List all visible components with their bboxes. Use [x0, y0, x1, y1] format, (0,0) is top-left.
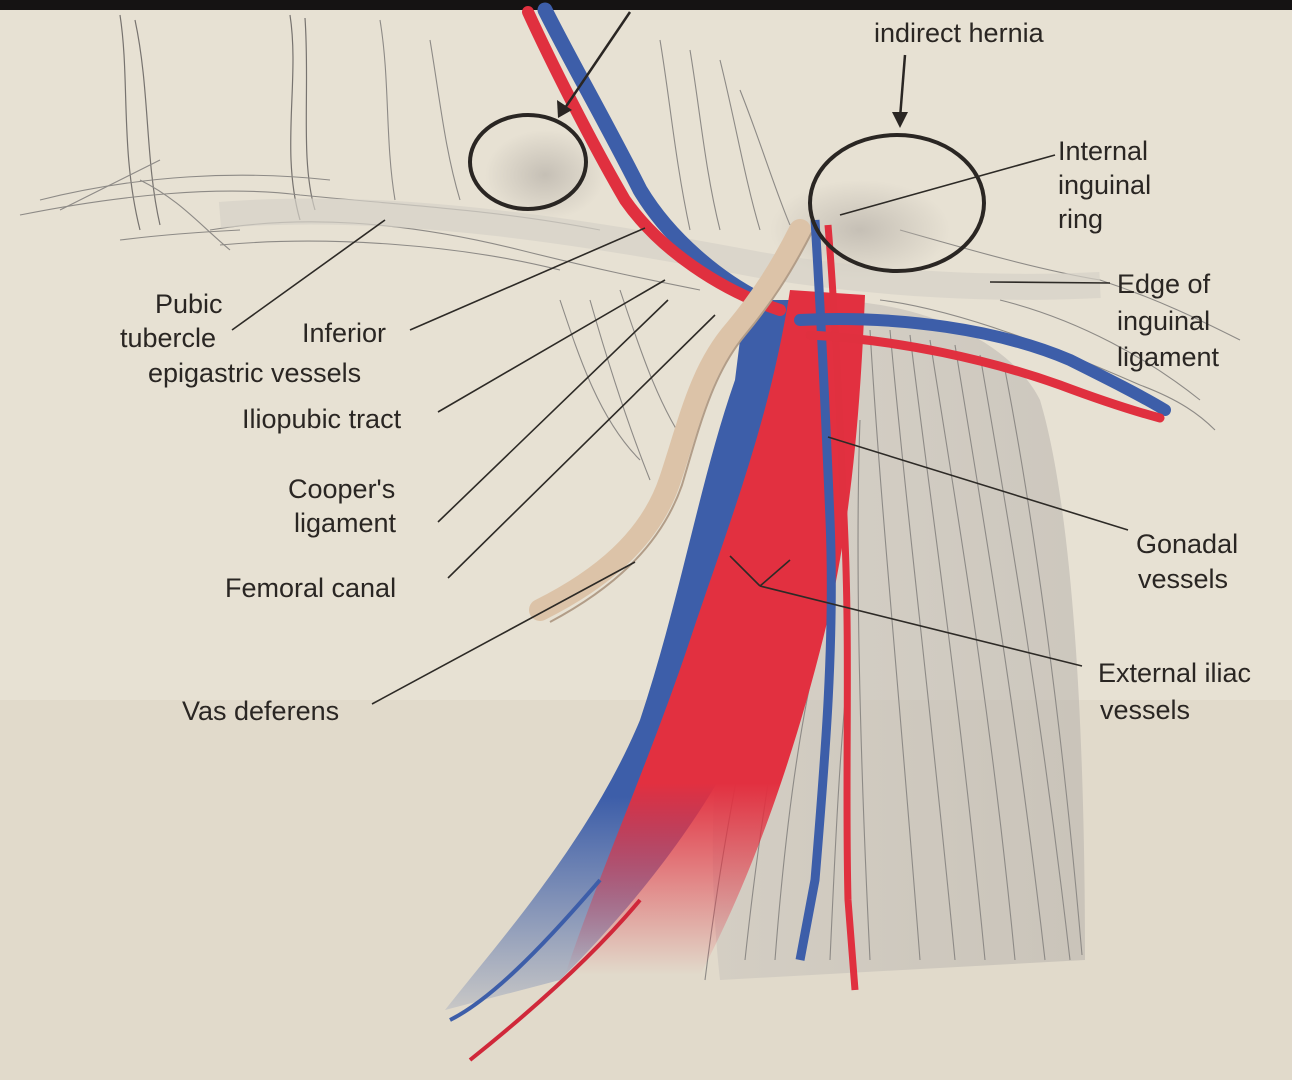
- top-dark-band: [0, 0, 1292, 10]
- label-indirect-hernia: indirect hernia: [874, 18, 1045, 48]
- label-coopers-line1: Cooper's: [288, 474, 395, 504]
- label-epigastric-line1: Inferior: [302, 318, 386, 348]
- label-edge-line1: Edge of: [1117, 269, 1211, 299]
- label-pubic-tubercle: Pubic tubercle: [120, 289, 223, 353]
- label-femoral-canal: Femoral canal: [225, 573, 396, 603]
- label-internal-inguinal-ring: Internal inguinal ring: [1058, 136, 1151, 234]
- label-gonadal-line1: Gonadal: [1136, 529, 1238, 559]
- label-epigastric-line2: epigastric vessels: [148, 358, 361, 388]
- label-iliopubic-tract: Iliopubic tract: [242, 404, 402, 434]
- label-edge-line3: ligament: [1117, 342, 1220, 372]
- label-edge-inguinal-ligament: Edge of inguinal ligament: [1117, 269, 1220, 372]
- label-external-iliac-line2: vessels: [1100, 695, 1190, 725]
- label-pubic-line2: tubercle: [120, 323, 216, 353]
- label-internal-ring-line3: ring: [1058, 204, 1103, 234]
- label-internal-ring-line1: Internal: [1058, 136, 1148, 166]
- label-vas-deferens: Vas deferens: [182, 696, 339, 726]
- label-gonadal-vessels: Gonadal vessels: [1136, 529, 1238, 594]
- label-coopers-ligament: Cooper's ligament: [288, 474, 397, 538]
- label-external-iliac-line1: External iliac: [1098, 658, 1251, 688]
- arrow-indirect-hernia: [900, 55, 905, 118]
- label-gonadal-line2: vessels: [1138, 564, 1228, 594]
- label-edge-line2: inguinal: [1117, 306, 1210, 336]
- label-coopers-line2: ligament: [294, 508, 397, 538]
- arrow-indirect-hernia-head: [892, 112, 908, 128]
- label-internal-ring-line2: inguinal: [1058, 170, 1151, 200]
- label-pubic-line1: Pubic: [155, 289, 223, 319]
